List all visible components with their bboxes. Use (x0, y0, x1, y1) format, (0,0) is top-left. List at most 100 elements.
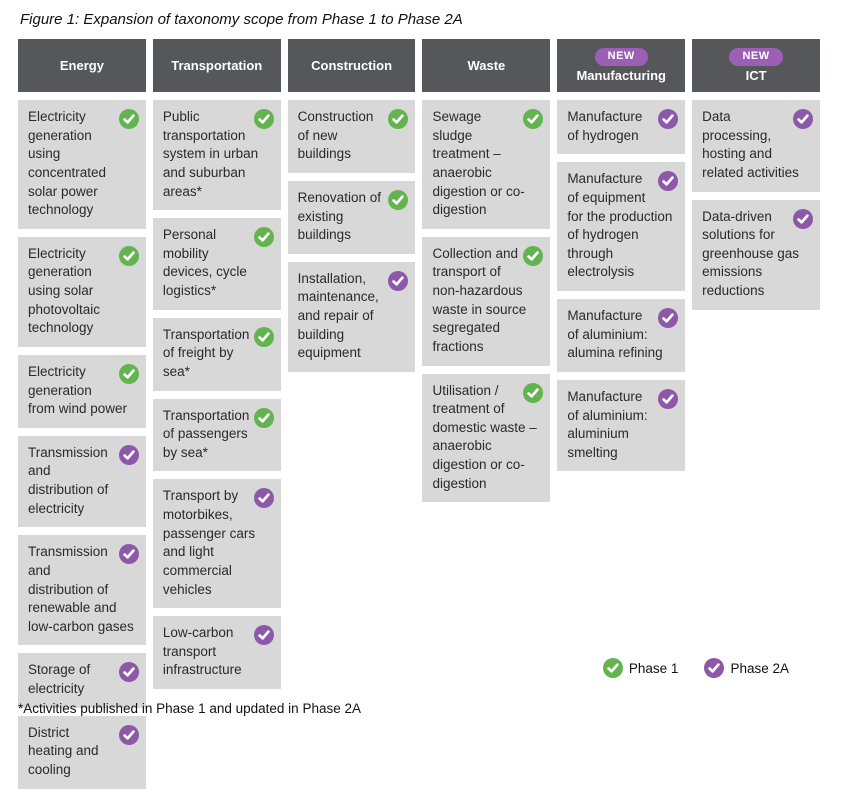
phase1-check-icon (253, 326, 274, 347)
activity-label: Transportation of passengers by sea* (162, 407, 250, 460)
phase2a-check-icon (118, 724, 139, 745)
activity-item: Electricity generation from wind power (18, 354, 146, 428)
activity-label: Manufacture of aluminium: alumina refini… (567, 308, 663, 361)
column-label: Energy (59, 58, 104, 73)
activity-label: Data-driven solutions for greenhouse gas… (702, 208, 799, 299)
phase2a-check-icon (658, 388, 679, 409)
activity-item: Storage of electricity (18, 653, 146, 708)
phase1-check-icon (523, 245, 544, 266)
phase2a-check-icon (792, 208, 813, 229)
activity-item: Construction of new buildings (287, 100, 416, 173)
phase1-check-icon (523, 382, 544, 403)
activity-item: Transportation of freight by sea* (152, 317, 281, 391)
phase2a-check-icon (704, 658, 725, 678)
activity-label: Utilisation / treatment of domestic wast… (432, 382, 537, 491)
activity-item: Manufacture of aluminium: aluminium smel… (557, 379, 686, 472)
new-badge: NEW (729, 48, 783, 66)
phase1-check-icon (388, 109, 409, 129)
phase2a-check-icon (253, 488, 274, 509)
legend-item-phase2a: Phase 2A (704, 658, 789, 678)
activity-item: Data-driven solutions for greenhouse gas… (692, 199, 820, 310)
phase1-check-icon (253, 109, 274, 129)
activity-item: Renovation of existing buildings (287, 180, 416, 254)
column-label: Construction (311, 58, 393, 73)
column-header-construction: Construction (287, 39, 416, 92)
activity-item: Electricity generation using solar photo… (18, 236, 146, 347)
legend-label: Phase 2A (730, 660, 789, 676)
activity-label: Manufacture of aluminium: aluminium smel… (567, 388, 648, 460)
column-label: Manufacturing (576, 67, 666, 83)
column-header-waste: Waste (422, 39, 551, 92)
phase1-check-icon (602, 658, 623, 678)
phase1-check-icon (253, 407, 274, 428)
legend-label: Phase 1 (628, 660, 679, 676)
column-header-energy: Energy (18, 39, 146, 92)
new-badge: NEW (594, 48, 648, 66)
activity-label: Manufacture of equipment for the product… (567, 171, 673, 280)
activity-item: Manufacture of equipment for the product… (557, 162, 686, 291)
activity-label: Sewage sludge treatment – anaerobic dige… (432, 109, 525, 218)
activity-item: Manufacture of aluminium: alumina refini… (557, 299, 686, 372)
activity-label: Public transportation system in urban an… (162, 109, 259, 199)
legend-item-phase1: Phase 1 (602, 658, 679, 678)
activity-label: Low-carbon transport infrastructure (162, 625, 242, 678)
phase2a-check-icon (118, 662, 139, 683)
activity-item: Collection and transport of non-hazardou… (422, 236, 551, 366)
column-header-transportation: Transportation (152, 39, 281, 92)
phase1-check-icon (388, 189, 409, 210)
phase2a-check-icon (792, 109, 813, 129)
activity-item: Electricity generation using concentrate… (18, 100, 146, 229)
activity-item: Public transportation system in urban an… (152, 100, 281, 211)
phase-legend: Phase 1 Phase 2A (602, 658, 789, 678)
activity-label: Electricity generation from wind power (28, 363, 128, 417)
activity-item: Transmission and distribution of renewab… (18, 535, 146, 646)
activity-label: Data processing, hosting and related act… (702, 109, 799, 180)
activity-item: Personal mobility devices, cycle logisti… (152, 218, 281, 310)
phase1-check-icon (118, 363, 139, 384)
activity-label: Installation, maintenance, and repair of… (297, 270, 379, 361)
figure-title: Figure 1: Expansion of taxonomy scope fr… (20, 11, 463, 28)
activity-item: Sewage sludge treatment – anaerobic dige… (422, 100, 551, 229)
phase1-check-icon (118, 245, 139, 266)
activity-label: Electricity generation using concentrate… (28, 109, 107, 218)
column-label: Waste (467, 58, 506, 73)
activity-label: Transportation of freight by sea* (162, 326, 250, 379)
activity-item: Utilisation / treatment of domestic wast… (422, 373, 551, 503)
activity-label: Electricity generation using solar photo… (28, 245, 101, 336)
activity-item: Transportation of passengers by sea* (152, 398, 281, 472)
activity-label: Collection and transport of non-hazardou… (432, 245, 527, 354)
activity-label: District heating and cooling (28, 724, 99, 777)
activity-label: Transmission and distribution of electri… (28, 444, 109, 516)
activity-item: Manufacture of hydrogen (557, 100, 686, 155)
activity-label: Construction of new buildings (297, 109, 374, 162)
footnote: *Activities published in Phase 1 and upd… (18, 701, 361, 716)
phase2a-check-icon (118, 544, 139, 565)
phase2a-check-icon (253, 625, 274, 646)
activity-label: Manufacture of hydrogen (567, 109, 643, 143)
activity-item: Installation, maintenance, and repair of… (287, 261, 416, 372)
phase1-check-icon (523, 109, 544, 129)
activity-item: District heating and cooling (18, 715, 146, 789)
phase2a-check-icon (658, 171, 679, 192)
activity-item: Low-carbon transport infrastructure (152, 616, 281, 689)
activity-label: Transmission and distribution of renewab… (28, 544, 134, 634)
activity-item: Data processing, hosting and related act… (692, 100, 820, 192)
column-label: ICT (745, 67, 767, 83)
phase2a-check-icon (658, 308, 679, 328)
activity-item: Transport by motorbikes, passenger cars … (152, 479, 281, 609)
phase2a-check-icon (118, 444, 139, 465)
activity-label: Personal mobility devices, cycle logisti… (162, 227, 247, 298)
phase2a-check-icon (388, 270, 409, 291)
activity-item: Transmission and distribution of electri… (18, 435, 146, 528)
phase1-check-icon (118, 109, 139, 129)
column-label: Transportation (171, 58, 263, 73)
